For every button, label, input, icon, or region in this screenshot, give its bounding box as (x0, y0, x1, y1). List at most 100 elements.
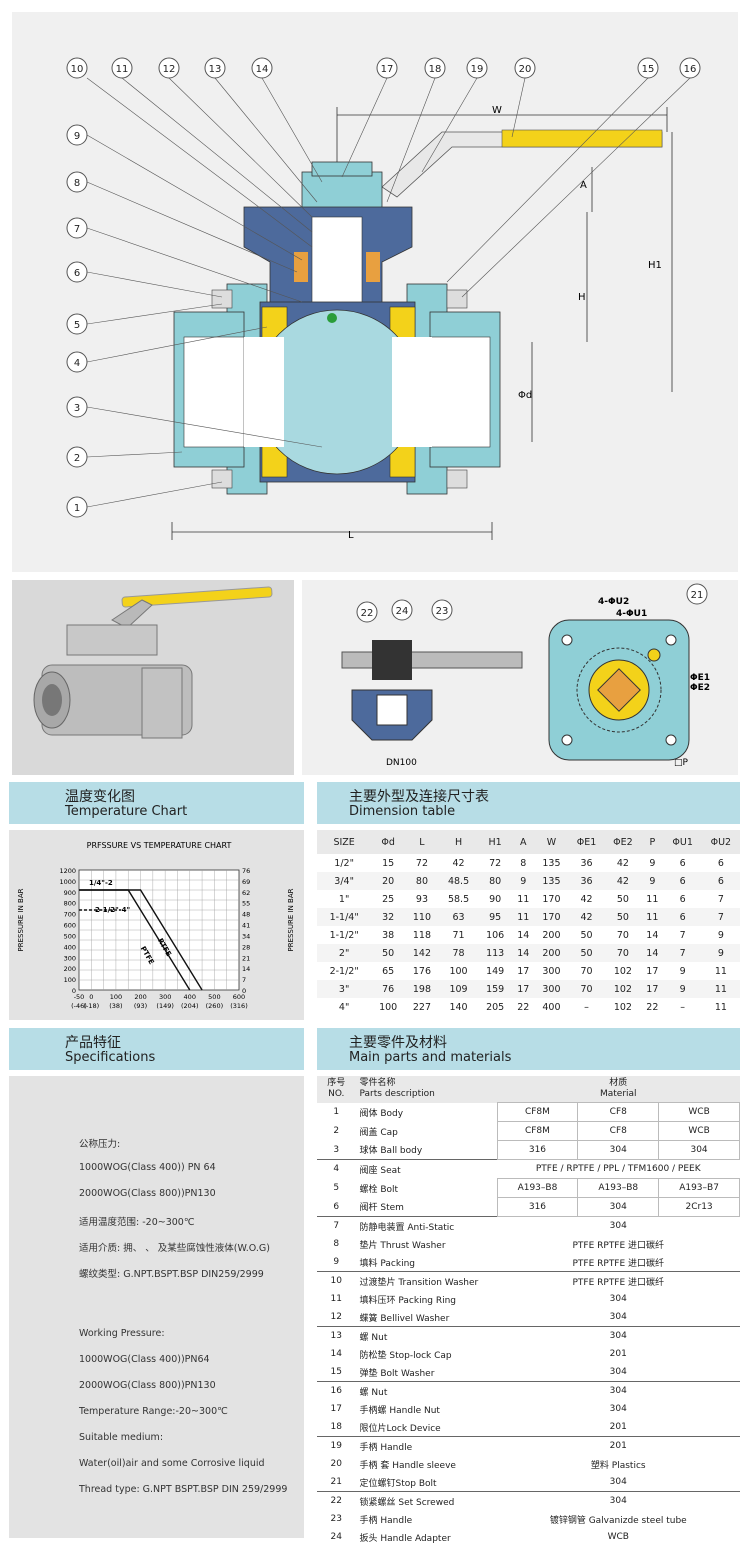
dimension-cell: 38 (382, 929, 395, 941)
chart-ytick-right: 14 (242, 965, 250, 973)
svg-text:1: 1 (74, 503, 80, 514)
chart-xtick-celsius: (38) (109, 1002, 122, 1010)
dimension-cell: 400 (542, 1001, 561, 1013)
parts-no-cell: 1 (333, 1107, 340, 1117)
spec-en-line-5: Water(oil)air and some Corrosive liquid (79, 1458, 265, 1469)
dimension-cell: 113 (478, 944, 513, 962)
callout-layer: 10 11 12 13 14 17 18 19 20 15 16 9 8 7 6… (66, 57, 701, 518)
chart-xtick-celsius: (93) (134, 1002, 147, 1010)
parts-no-cell: 23 (330, 1514, 342, 1524)
callout-7: 7 (66, 217, 88, 239)
chart-xtick: 500 (208, 993, 220, 1001)
dimension-cell: 6 (717, 857, 724, 869)
dimension-cell: 7 (701, 908, 740, 926)
chart-xtick: 100 (110, 993, 122, 1001)
parts-name-cell: 阀座 Seat (359, 1165, 401, 1176)
parts-no-cell: 11 (330, 1294, 342, 1304)
dimension-cell: 17 (646, 965, 659, 977)
spec-cn-line-3: 适用温度范围: -20~300℃ (79, 1217, 195, 1228)
callout-23: 23 (431, 599, 453, 621)
dim-h: H (578, 292, 586, 303)
dimension-cell: 14 (517, 929, 530, 941)
chart-title: PRFSSURE VS TEMPERATURE CHART (87, 841, 232, 850)
dimension-cell: 70 (568, 980, 605, 998)
spec-en-line-3: Temperature Range:-20~300℃ (79, 1406, 228, 1417)
dimension-cell: 227 (412, 1001, 432, 1013)
spec-en-line-1: 1000WOG(Class 400))PN64 (79, 1354, 210, 1365)
dimension-cell: 106 (486, 929, 505, 941)
callout-17: 17 (376, 57, 398, 79)
dimension-header-cell: L (405, 830, 439, 854)
dimension-cell: 8 (520, 857, 527, 869)
dimension-cell: 25 (382, 893, 395, 905)
parts-no-cell: 17 (330, 1404, 342, 1414)
callout-11: 11 (111, 57, 133, 79)
dimension-cell: 14 (512, 944, 535, 962)
parts-name-cell: 限位片Lock Device (359, 1423, 441, 1434)
dimension-cell: 109 (438, 980, 479, 998)
chart-ytick-left: 100 (64, 976, 76, 984)
label-p: □P (674, 758, 689, 768)
dimension-cell: 9 (649, 857, 656, 869)
dimension-cell: 102 (613, 965, 632, 977)
dimension-cell: 4" (338, 1001, 350, 1013)
dimension-cell: 140 (449, 1001, 468, 1013)
parts-no-cell: 19 (330, 1441, 342, 1451)
svg-text:7: 7 (74, 224, 80, 235)
parts-title-cn: 主要零件及材料 (349, 1035, 447, 1051)
svg-text:3: 3 (74, 403, 80, 414)
dimension-header-cell: H (438, 830, 479, 854)
svg-text:22: 22 (361, 608, 374, 619)
parts-material-cell: CF8M (496, 1102, 579, 1122)
chart-ytick-left: 200 (64, 965, 76, 973)
dimension-cell: 6 (663, 908, 702, 926)
dimension-cell: 9 (641, 872, 664, 890)
dimension-cell: 100 (449, 965, 468, 977)
svg-text:16: 16 (684, 64, 697, 75)
dimension-header-cell: W (534, 830, 569, 854)
dn100-label: DN100 (386, 758, 417, 768)
dimension-cell: 42 (452, 857, 465, 869)
chart-ytick-right: 0 (242, 987, 246, 995)
spec-cn-line-1: 1000WOG(Class 400)) PN 64 (79, 1162, 216, 1173)
parts-material-cell: 201 (609, 1349, 627, 1359)
dimension-cell: 102 (613, 1001, 632, 1013)
dimension-cell: 1" (338, 893, 350, 905)
dim-l: L (348, 530, 354, 541)
parts-name-cell: 螺栓 Bolt (359, 1184, 399, 1195)
dimension-cell: 9 (717, 929, 724, 941)
dimension-cell: 42 (580, 893, 593, 905)
chart-xtick-celsius: (204) (181, 1002, 198, 1010)
chart-ytick-left: 300 (64, 954, 76, 962)
dimension-cell: 80 (478, 872, 513, 890)
chart-xtick: 600 (233, 993, 245, 1001)
dim-a: A (580, 180, 587, 191)
parts-no-cell: 6 (333, 1201, 340, 1212)
chart-ytick-left: 700 (64, 911, 76, 919)
chart-ytick-left: 800 (64, 900, 76, 908)
callout-19: 19 (466, 57, 488, 79)
temperature-title-en: Temperature Chart (65, 804, 188, 819)
dimension-cell: 11 (646, 893, 659, 905)
parts-name-cell: 螺 Nut (359, 1332, 388, 1343)
parts-header-name-en: Parts description (359, 1089, 435, 1100)
dimension-cell: 6 (679, 857, 686, 869)
callout-6: 6 (66, 261, 88, 283)
parts-name-cell: 手柄 Handle (359, 1442, 413, 1453)
dimension-cell: 11 (701, 980, 740, 998)
dimension-cell: 93 (415, 893, 428, 905)
dimension-cell: 70 (616, 929, 629, 941)
parts-name-cell: 填料压环 Packing Ring (359, 1295, 457, 1306)
chart-ytick-left: 1000 (59, 878, 76, 886)
dimension-cell: 135 (534, 872, 569, 890)
